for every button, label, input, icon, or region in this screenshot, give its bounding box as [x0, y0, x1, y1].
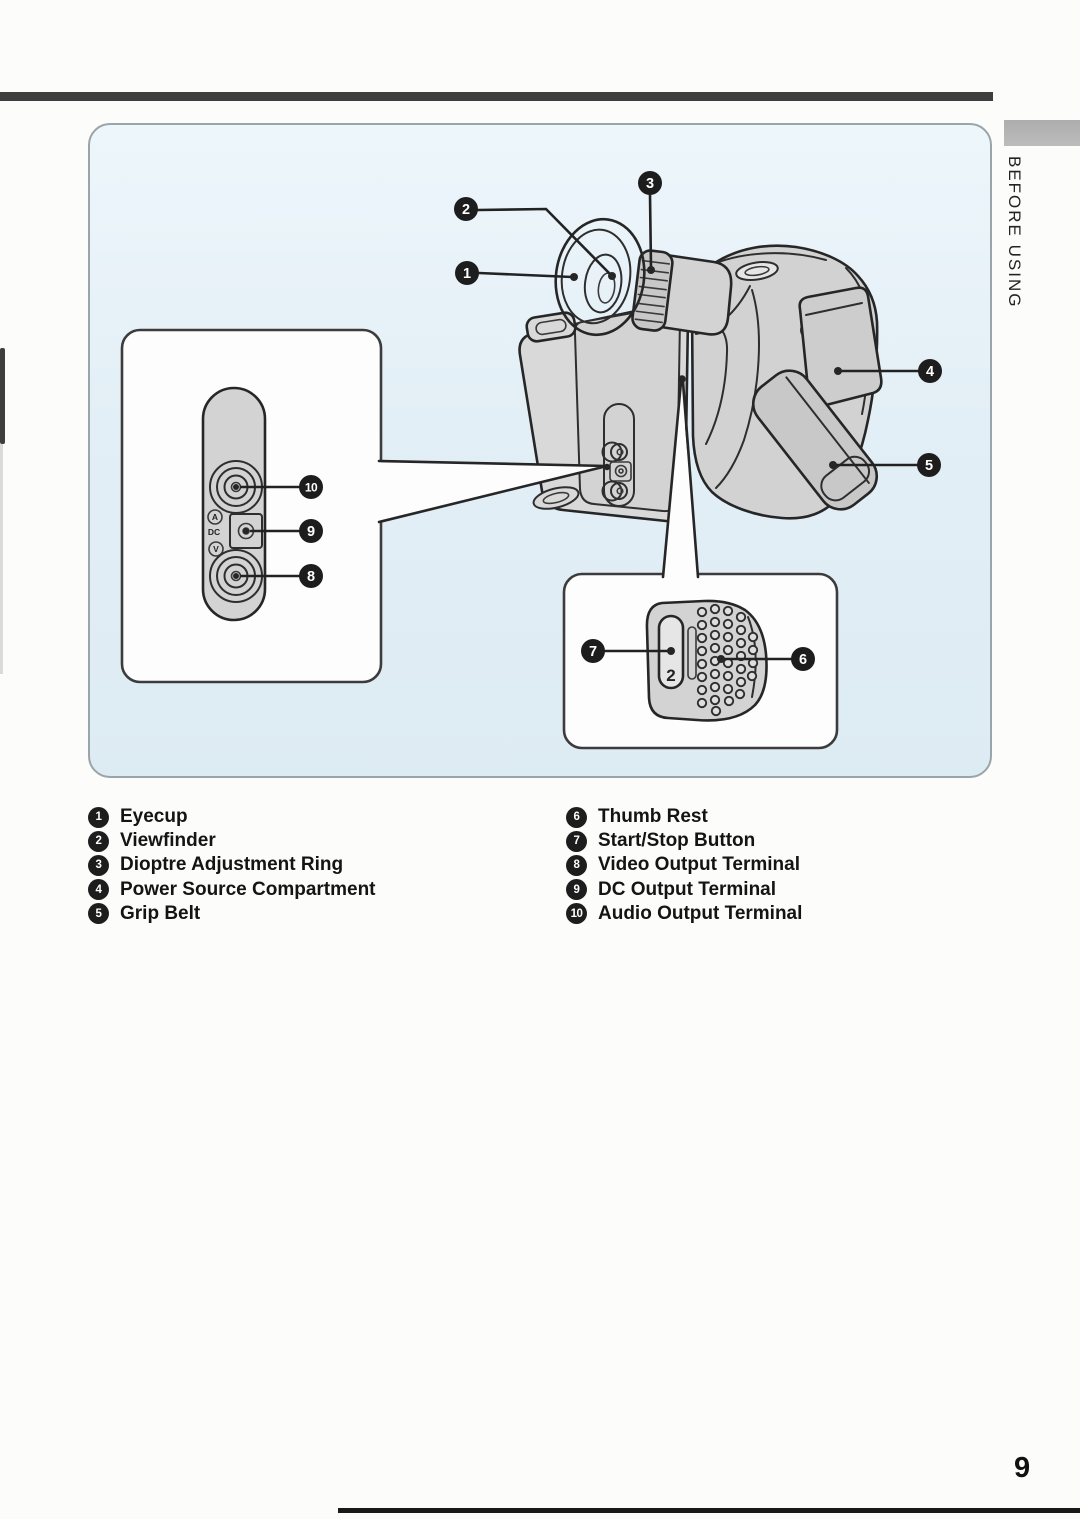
legend-left-column: 1 Eyecup 2 Viewfinder 3 Dioptre Adjustment … — [88, 805, 558, 926]
legend-bullet: 8 — [566, 854, 587, 876]
callout-3: 3 — [638, 171, 662, 195]
legend-label: Eyecup — [120, 806, 188, 828]
svg-text:8: 8 — [307, 569, 315, 585]
top-rule — [0, 92, 993, 101]
svg-text:7: 7 — [589, 644, 597, 660]
video-jack — [601, 480, 628, 502]
callout-4: 4 — [918, 359, 942, 383]
camera-front-body — [660, 244, 883, 520]
camera-back-block — [518, 302, 690, 523]
legend-label: Thumb Rest — [598, 806, 708, 828]
bottom-foot — [532, 486, 580, 510]
legend-item: 10 Audio Output Terminal — [566, 902, 1036, 926]
legend-bullet: 3 — [88, 854, 109, 876]
callout-2: 2 — [454, 197, 478, 221]
svg-text:4: 4 — [926, 364, 934, 380]
legend-item: 7 Start/Stop Button — [566, 829, 1036, 853]
scan-artifact — [0, 348, 5, 444]
section-label: BEFORE USING — [1005, 156, 1024, 309]
power-source-compartment — [798, 286, 883, 408]
dc-label: DC — [208, 527, 220, 537]
grip-seam — [715, 289, 760, 489]
legend-item: 1 Eyecup — [88, 805, 558, 829]
thumb-pointer-wedge — [661, 375, 700, 579]
legend-item: 2 Viewfinder — [88, 829, 558, 853]
svg-text:6: 6 — [799, 652, 807, 668]
legend-bullet: 5 — [88, 903, 109, 925]
legend-bullet: 1 — [88, 806, 109, 828]
eyecup — [554, 217, 646, 337]
legend-item: 9 DC Output Terminal — [566, 878, 1036, 902]
button-slot — [687, 626, 697, 680]
viewfinder-barrel — [659, 253, 733, 336]
legend-bullet: 4 — [88, 879, 109, 901]
terminal-pointer-wedge — [377, 459, 611, 524]
start-stop-button-label: 2 — [666, 666, 675, 685]
legend-bullet: 7 — [566, 830, 587, 852]
top-slot — [735, 260, 779, 282]
strap-lug — [525, 311, 577, 343]
legend-item: 4 Power Source Compartment — [88, 878, 558, 902]
svg-text:2: 2 — [462, 202, 470, 218]
page-number: 9 — [1014, 1452, 1031, 1484]
legend-bullet: 9 — [566, 879, 587, 901]
hump-seam — [715, 252, 827, 264]
legend-label: Start/Stop Button — [598, 830, 756, 852]
legend-bullet: 6 — [566, 806, 587, 828]
legend-label: Video Output Terminal — [598, 854, 800, 876]
legend-item: 8 Video Output Terminal — [566, 853, 1036, 877]
callout-10: 10 — [299, 475, 323, 499]
legend-label: DC Output Terminal — [598, 878, 777, 900]
leader-lines — [233, 193, 920, 663]
legend-bullet: 2 — [88, 830, 109, 852]
svg-text:1: 1 — [463, 266, 471, 282]
video-label: V — [213, 544, 219, 554]
camcorder-diagram: A DC V 2 — [120, 171, 942, 750]
svg-text:5: 5 — [925, 458, 933, 474]
dc-jack — [609, 461, 632, 482]
svg-text:3: 3 — [646, 176, 654, 192]
dioptre-ring — [631, 249, 674, 332]
legend-label: Audio Output Terminal — [598, 902, 803, 924]
thumb-rest-detail: 2 — [645, 599, 768, 722]
audio-label: A — [212, 512, 218, 522]
jack-labels: A DC V — [207, 509, 224, 557]
callout-6: 6 — [791, 647, 815, 671]
legend-label: Viewfinder — [120, 830, 216, 852]
callout-7: 7 — [581, 639, 605, 663]
callout-9: 9 — [299, 519, 323, 543]
legend-label: Grip Belt — [120, 902, 201, 924]
terminal-detail: A DC V — [201, 386, 267, 622]
section-tab — [1004, 120, 1080, 146]
svg-text:9: 9 — [307, 524, 315, 540]
camera-terminal-strip — [601, 403, 635, 507]
callout-1: 1 — [455, 261, 479, 285]
legend-right-column: 6 Thumb Rest 7 Start/Stop Button 8 Video Ou… — [566, 805, 1036, 926]
legend-item: 6 Thumb Rest — [566, 805, 1036, 829]
bottom-rule — [338, 1508, 1080, 1513]
callout-5: 5 — [917, 453, 941, 477]
legend-bullet: 10 — [566, 903, 587, 925]
thumb-rest-dots — [696, 603, 759, 717]
callout-8: 8 — [299, 564, 323, 588]
legend-item: 3 Dioptre Adjustment Ring — [88, 853, 558, 877]
legend-label: Dioptre Adjustment Ring — [120, 854, 344, 876]
scan-artifact — [0, 444, 3, 674]
viewfinder-assembly — [554, 217, 733, 337]
svg-text:10: 10 — [305, 481, 318, 495]
legend-label: Power Source Compartment — [120, 878, 376, 900]
legend-item: 5 Grip Belt — [88, 902, 558, 926]
